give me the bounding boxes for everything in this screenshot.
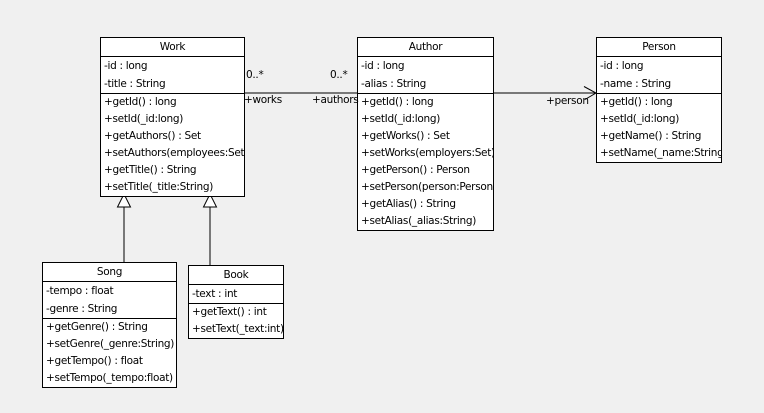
class-member: +getAlias() : String <box>361 198 456 210</box>
class-member: -id : long <box>600 60 644 72</box>
class-member: +getText() : int <box>192 306 267 318</box>
class-member: +getId() : long <box>361 96 434 108</box>
multiplicity-author-end: 0..* <box>330 69 348 81</box>
class-song-title: Song <box>43 263 176 282</box>
class-person-title: Person <box>597 38 721 57</box>
class-member: +getAuthors() : Set <box>104 130 201 142</box>
class-song-attributes: -tempo : float -genre : String <box>43 282 176 319</box>
role-label-works: +works <box>244 94 282 106</box>
class-song[interactable]: Song -tempo : float -genre : String +getG… <box>42 262 177 388</box>
class-member: +setWorks(employers:Set) <box>361 147 493 159</box>
class-work-attributes: -id : long -title : String <box>101 57 244 94</box>
class-member: -genre : String <box>46 303 118 315</box>
class-member: +setTitle(_title:String) <box>104 181 213 193</box>
class-member: +getTitle() : String <box>104 164 197 176</box>
class-member: +getWorks() : Set <box>361 130 450 142</box>
multiplicity-work-end: 0..* <box>246 69 264 81</box>
class-member: -alias : String <box>361 78 427 90</box>
class-book-methods: +getText() : int +setText(_text:int) <box>189 304 283 338</box>
class-member: +setId(_id:long) <box>600 113 680 125</box>
class-member: +setTempo(_tempo:float) <box>46 372 173 384</box>
class-member: +setId(_id:long) <box>361 113 441 125</box>
class-member: +setAuthors(employees:Set) <box>104 147 244 159</box>
class-author-attributes: -id : long -alias : String <box>358 57 493 94</box>
class-member: -tempo : float <box>46 285 114 297</box>
hollow-triangle-arrowhead-book <box>202 192 218 208</box>
class-member: +setName(_name:String) <box>600 147 721 159</box>
class-member: +getId() : long <box>600 96 673 108</box>
class-member: +getName() : String <box>600 130 702 142</box>
class-person[interactable]: Person -id : long -name : String +getId()… <box>596 37 722 163</box>
role-label-person: +person <box>546 95 589 107</box>
class-member: -text : int <box>192 288 238 300</box>
class-member: +setGenre(_genre:String) <box>46 338 175 350</box>
class-member: +setAlias(_alias:String) <box>361 215 477 227</box>
class-work-title: Work <box>101 38 244 57</box>
class-member: -name : String <box>600 78 671 90</box>
class-author-title: Author <box>358 38 493 57</box>
class-author-methods: +getId() : long +setId(_id:long) +getWorks… <box>358 94 493 230</box>
class-member: +setPerson(person:Person) <box>361 181 493 193</box>
class-member: +getId() : long <box>104 96 177 108</box>
class-work[interactable]: Work -id : long -title : String +getId() … <box>100 37 245 197</box>
class-member: -id : long <box>104 60 148 72</box>
class-book-attributes: -text : int <box>189 285 283 304</box>
class-book[interactable]: Book -text : int +getText() : int +setTex… <box>188 265 284 339</box>
class-member: -title : String <box>104 78 166 90</box>
role-label-authors: +authors <box>312 94 359 106</box>
class-song-methods: +getGenre() : String +setGenre(_genre:Str… <box>43 319 176 387</box>
class-book-title: Book <box>189 266 283 285</box>
class-member: +setId(_id:long) <box>104 113 184 125</box>
class-work-methods: +getId() : long +setId(_id:long) +getAutho… <box>101 94 244 196</box>
class-person-methods: +getId() : long +setId(_id:long) +getName(… <box>597 94 721 162</box>
class-member: +getTempo() : float <box>46 355 143 367</box>
class-member: +getPerson() : Person <box>361 164 470 176</box>
class-member: +setText(_text:int) <box>192 323 283 335</box>
class-author[interactable]: Author -id : long -alias : String +getId(… <box>357 37 494 231</box>
class-person-attributes: -id : long -name : String <box>597 57 721 94</box>
hollow-triangle-arrowhead-song <box>116 192 132 208</box>
class-member: -id : long <box>361 60 405 72</box>
class-member: +getGenre() : String <box>46 321 148 333</box>
